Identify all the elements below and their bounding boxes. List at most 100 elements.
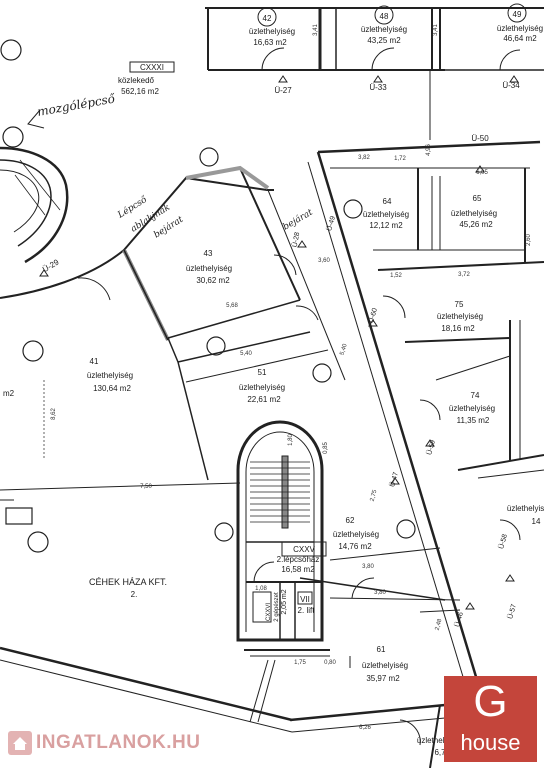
lift-name: 2. lift	[298, 606, 316, 615]
exit-label: Ü-58	[497, 533, 509, 550]
shaft-code: CXXVI	[266, 603, 272, 621]
unit-74-number: 74	[471, 391, 480, 400]
exit-label: Ü-59	[425, 439, 437, 456]
exit-label: Ü-57	[506, 603, 518, 620]
dim-label: 1,75	[294, 660, 306, 666]
room-41	[0, 277, 241, 525]
house-icon	[8, 731, 32, 755]
dim-label: 3,80	[374, 590, 386, 596]
unit-labels: 42 üzlethelyiség 16,63 m2 48 üzlethelyis…	[3, 10, 544, 757]
unit-43-number: 43	[204, 249, 213, 258]
dim-label: 6,26	[359, 725, 371, 731]
building-sub: 2.	[131, 590, 138, 599]
ghouse-logo: G house	[444, 676, 537, 762]
dim-label: 8,62	[51, 408, 57, 420]
lift-code: VII	[300, 595, 310, 604]
dim-label: 3,80	[362, 564, 374, 570]
unit-43-type: üzlethelyiség	[186, 264, 232, 273]
central-block	[122, 165, 346, 481]
unit-74-type: üzlethelyiség	[449, 404, 495, 413]
unit-75-type: üzlethelyiség	[437, 312, 483, 321]
exit-markers	[39, 75, 519, 610]
unit-40-area: m2	[3, 389, 15, 398]
shaft-name: 2 gépészet	[274, 592, 280, 622]
unit-43-area: 30,62 m2	[196, 276, 230, 285]
unit-61-type: üzlethelyiség	[362, 661, 408, 670]
unit-41-type: üzlethelyiség	[87, 371, 133, 380]
escalator-curve	[0, 146, 125, 299]
stair-code: CXXV	[293, 545, 315, 554]
columns	[0, 39, 416, 553]
unit-60-type: üzlethelyiség	[417, 736, 463, 745]
unit-48-area: 43,25 m2	[367, 36, 401, 45]
unit-42-number: 42	[263, 14, 272, 23]
unit-76-area: 14	[532, 517, 541, 526]
dim-label: 0,85	[323, 442, 329, 454]
dim-label: 4,96	[426, 144, 432, 156]
shaft-box	[252, 591, 272, 623]
unit-42-type: üzlethelyiség	[249, 27, 295, 36]
shaft-area: 2,05 m2	[281, 589, 288, 614]
exit-label: Ü-33	[369, 83, 387, 92]
dim-label: 1,52	[390, 273, 402, 279]
logo-letter: G	[473, 677, 508, 726]
unit-49-number: 49	[513, 10, 522, 19]
unit-49-type: üzlethelyiség	[497, 24, 543, 33]
lift-box	[297, 591, 313, 605]
dim-label: 1,08	[255, 586, 267, 592]
top-shops	[205, 3, 544, 140]
dim-label: 5,40	[339, 343, 349, 357]
common-area: 562,16 m2	[121, 87, 159, 96]
dim-label: 7,50	[140, 484, 152, 490]
dim-label: 3,41	[313, 24, 319, 36]
watermark-text: INGATLANOK.HU	[36, 732, 201, 753]
exit-label: Ü-28	[291, 231, 302, 247]
stair-area: 16,58 m2	[281, 565, 315, 574]
stair-name: 2.lépcsőház	[277, 555, 320, 564]
common-name: közlekedő	[118, 76, 155, 85]
dim-label: 1,72	[394, 156, 406, 162]
logo-word: house	[460, 730, 521, 755]
unit-49-area: 46,64 m2	[503, 34, 537, 43]
exit-label: Ü-46	[453, 611, 465, 628]
corridor-walls	[299, 140, 544, 701]
unit-75-number: 75	[455, 300, 464, 309]
unit-42-area: 16,63 m2	[253, 38, 287, 47]
unit-65-type: üzlethelyiség	[451, 209, 497, 218]
dim-label: 0,80	[324, 660, 336, 666]
dim-label: 1,80	[288, 434, 294, 446]
unit-51-area: 22,61 m2	[247, 395, 281, 404]
ingatlanok-watermark: INGATLANOK.HU	[4, 728, 210, 758]
exit-label: Ü-49	[325, 215, 337, 232]
unit-41-area: 130,64 m2	[93, 384, 131, 393]
unit-65-number: 65	[473, 194, 482, 203]
exit-label: Ü-34	[502, 81, 520, 90]
exit-label: Ü-60	[367, 307, 379, 324]
unit-76-type: üzlethelyiség	[507, 504, 544, 513]
exit-label: Ü-50	[471, 134, 489, 143]
building-name: CÉHEK HÁZA KFT.	[89, 577, 167, 587]
unit-61-area: 35,97 m2	[366, 674, 400, 683]
common-code: CXXXI	[140, 63, 164, 72]
unit-48-number: 48	[380, 12, 389, 21]
unit-65-area: 45,26 m2	[459, 220, 493, 229]
unit-62-type: üzlethelyiség	[333, 530, 379, 539]
dim-label: 3,41	[433, 24, 439, 36]
unit-64-number: 64	[383, 197, 392, 206]
common-code-box	[129, 61, 175, 73]
unit-60-area: 6,7	[434, 748, 446, 757]
unit-62-area: 14,76 m2	[338, 542, 372, 551]
dim-label: 3,72	[458, 272, 470, 278]
unit-51-number: 51	[258, 368, 267, 377]
bottom-walls	[0, 646, 446, 768]
stair-treads	[250, 461, 310, 523]
dim-label: 3,60	[318, 258, 330, 264]
dim-label: 3,82	[358, 155, 370, 161]
dim-label: 5,40	[240, 351, 252, 357]
unit-74-area: 11,35 m2	[457, 416, 490, 425]
unit-51-type: üzlethelyiség	[239, 383, 285, 392]
unit-64-type: üzlethelyiség	[363, 210, 409, 219]
unit-48-type: üzlethelyiség	[361, 25, 407, 34]
stair-core	[236, 420, 330, 657]
